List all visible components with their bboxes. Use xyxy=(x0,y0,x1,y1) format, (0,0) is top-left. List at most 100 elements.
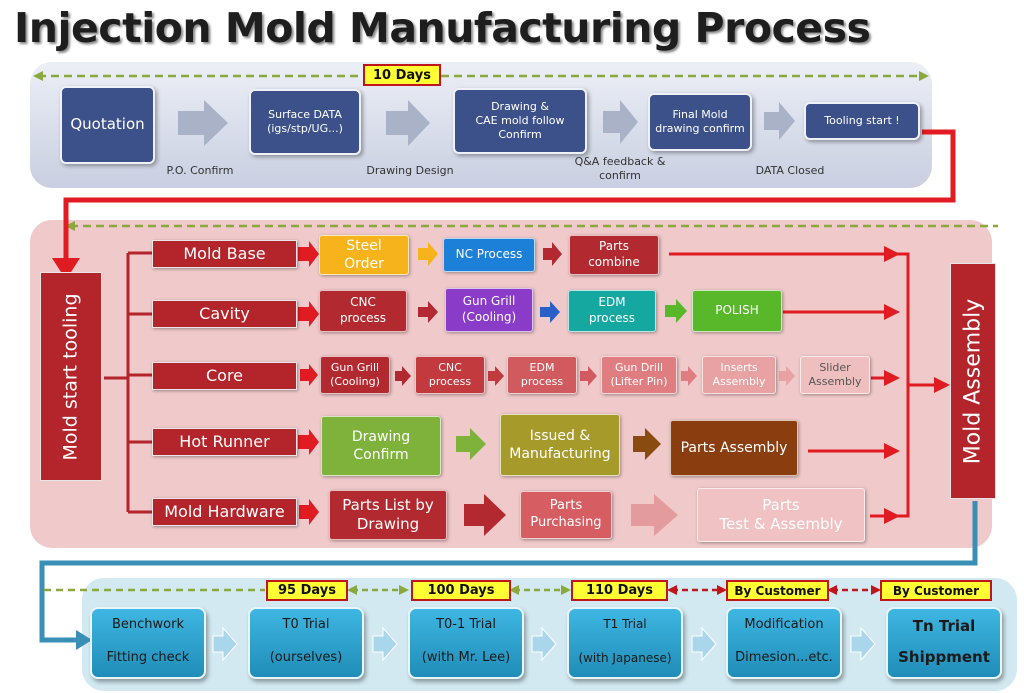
final-mold-line2: drawing confirm xyxy=(655,122,745,135)
connector-tooling-to-trial xyxy=(39,501,978,643)
step-steel-order-line1: Steel xyxy=(346,237,382,254)
step-hardware-purchasing-line1: Parts xyxy=(549,498,583,514)
step-hardware-purchasing-line2: Purchasing xyxy=(530,515,602,530)
step-nc-process: NC Process xyxy=(443,238,535,272)
step-cavity-polish: POLISH xyxy=(692,290,782,332)
step-hot-runner-issued-line2: Manufacturing xyxy=(509,446,611,462)
trial-modification-line1: Modification xyxy=(744,617,824,632)
days-label-by-customer-1: By Customer xyxy=(726,580,829,601)
step-core-gun-grill-line2: (Cooling) xyxy=(330,375,380,388)
category-mold-base: Mold Base xyxy=(152,240,297,268)
step-core-slider: Slider Assembly xyxy=(800,356,870,394)
gate-qa-feedback: Q&A feedback & confirm xyxy=(560,155,680,184)
surface-data-box: Surface DATA (igs/stp/UG...) xyxy=(249,89,361,155)
design-arrow-1 xyxy=(178,100,228,146)
step-core-edm: EDM process xyxy=(507,356,577,394)
days-label-100: 100 Days xyxy=(411,580,511,601)
step-core-slider-line1: Slider xyxy=(819,360,851,374)
step-cavity-edm: EDM process xyxy=(568,290,656,332)
step-cavity-gun-grill-line1: Gun Grill xyxy=(462,294,516,309)
trial-t0-line2: (ourselves) xyxy=(269,650,343,666)
final-mold-line1: Final Mold xyxy=(672,107,728,121)
step-cavity-edm-line1: EDM xyxy=(598,295,626,310)
step-hardware-parts-list-line2: Drawing xyxy=(356,515,420,533)
quotation-box: Quotation xyxy=(60,86,155,164)
trial-t1: T1 Trial (with Japanese) xyxy=(567,607,683,679)
step-steel-order-line2: Order xyxy=(344,256,384,272)
trial-tn: Tn Trial Shippment xyxy=(886,607,1002,679)
drawing-cae-line1: Drawing & xyxy=(491,99,549,113)
connector-design-to-tooling xyxy=(63,129,956,262)
gate-qa-line2: confirm xyxy=(599,169,641,183)
drawing-cae-line2: CAE mold follow xyxy=(475,113,565,127)
trial-benchwork-line2: Fitting check xyxy=(106,650,190,666)
trial-benchwork: Benchwork Fitting check xyxy=(90,607,206,679)
trial-t0-1: T0-1 Trial (with Mr. Lee) xyxy=(408,607,524,679)
mold-start-tooling-text: Mold start tooling xyxy=(60,292,82,461)
step-hot-runner-drawing: Drawing Confirm xyxy=(321,416,441,476)
gate-drawing-design: Drawing Design xyxy=(366,164,454,177)
design-arrow-2 xyxy=(386,100,430,146)
step-hardware-test-assembly: Parts Test & Assembly xyxy=(697,488,865,542)
gate-qa-line1: Q&A feedback & xyxy=(574,155,666,168)
step-core-gun-drill-line1: Gun Drill xyxy=(614,360,664,374)
step-cavity-gun-grill-line2: (Cooling) xyxy=(461,310,517,324)
step-parts-combine-line2: combine xyxy=(588,255,640,269)
step-parts-combine-line1: Parts xyxy=(599,239,629,254)
days-label-110: 110 Days xyxy=(571,580,668,601)
trial-modification: Modification Dimesion...etc. xyxy=(726,607,842,679)
category-core: Core xyxy=(152,362,297,390)
gate-po-confirm: P.O. Confirm xyxy=(166,164,234,177)
category-cavity: Cavity xyxy=(152,300,297,328)
step-core-inserts-line2: Assembly xyxy=(712,375,766,388)
trial-t1-line1: T1 Trial xyxy=(603,617,647,631)
trial-t0-line1: T0 Trial xyxy=(282,617,330,632)
trial-t0-1-line1: T0-1 Trial xyxy=(436,617,496,632)
trial-modification-line2: Dimesion...etc. xyxy=(735,650,833,666)
step-hot-runner-parts-assembly-line1: Parts Assembly xyxy=(680,439,788,456)
step-hot-runner-drawing-line2: Confirm xyxy=(353,447,409,463)
page-title: Injection Mold Manufacturing Process xyxy=(14,4,871,52)
step-core-inserts: Inserts Assembly xyxy=(702,356,776,394)
step-core-edm-line1: EDM xyxy=(529,360,555,374)
step-cavity-edm-line2: process xyxy=(588,311,636,325)
step-core-cnc-line1: CNC xyxy=(438,360,462,374)
final-mold-box: Final Mold drawing confirm xyxy=(648,93,752,151)
step-hot-runner-issued: Issued & Manufacturing xyxy=(500,414,620,476)
trial-t1-line2: (with Japanese) xyxy=(578,651,672,666)
step-cavity-gun-grill: Gun Grill (Cooling) xyxy=(445,288,533,332)
step-hot-runner-parts-assembly: Parts Assembly xyxy=(670,420,798,476)
step-hot-runner-issued-line1: Issued & xyxy=(529,427,591,444)
tooling-start-box: Tooling start ! xyxy=(804,102,920,140)
step-hot-runner-drawing-line1: Drawing xyxy=(351,428,411,445)
tooling-start-text: Tooling start ! xyxy=(824,113,900,127)
step-core-gun-grill: Gun Grill (Cooling) xyxy=(320,356,390,394)
step-parts-combine: Parts combine xyxy=(569,235,659,275)
step-core-cnc-line2: process xyxy=(428,375,472,388)
step-core-gun-grill-line1: Gun Grill xyxy=(330,360,380,374)
step-hardware-parts-list: Parts List by Drawing xyxy=(329,490,447,540)
trial-tn-line1: Tn Trial xyxy=(912,617,976,635)
step-core-cnc: CNC process xyxy=(415,356,485,394)
quotation-text: Quotation xyxy=(70,115,145,134)
trial-t0: T0 Trial (ourselves) xyxy=(248,607,364,679)
step-hardware-parts-list-line1: Parts List by xyxy=(342,495,434,514)
category-hot-runner: Hot Runner xyxy=(152,428,297,456)
step-cavity-cnc: CNC process xyxy=(319,290,407,332)
step-core-edm-line2: process xyxy=(520,375,564,388)
step-cavity-cnc-line2: process xyxy=(339,311,387,325)
days-label-95: 95 Days xyxy=(266,580,348,601)
step-core-gun-drill-line2: (Lifter Pin) xyxy=(610,375,668,388)
step-cavity-polish-line1: POLISH xyxy=(715,303,759,318)
step-hardware-test-assembly-line2: Test & Assembly xyxy=(719,515,843,533)
drawing-cae-box: Drawing & CAE mold follow Confirm xyxy=(453,88,587,154)
design-arrow-4 xyxy=(764,102,795,140)
mold-assembly-text: Mold Assembly xyxy=(960,298,986,464)
trial-t0-1-line2: (with Mr. Lee) xyxy=(421,650,511,666)
design-days-label: 10 Days xyxy=(363,64,441,86)
surface-data-line2: (igs/stp/UG...) xyxy=(267,122,343,135)
mold-assembly-box: Mold Assembly xyxy=(950,263,996,499)
design-arrow-3 xyxy=(603,100,638,144)
trial-tn-line2: Shippment xyxy=(898,647,990,666)
step-core-inserts-line1: Inserts xyxy=(720,360,758,374)
